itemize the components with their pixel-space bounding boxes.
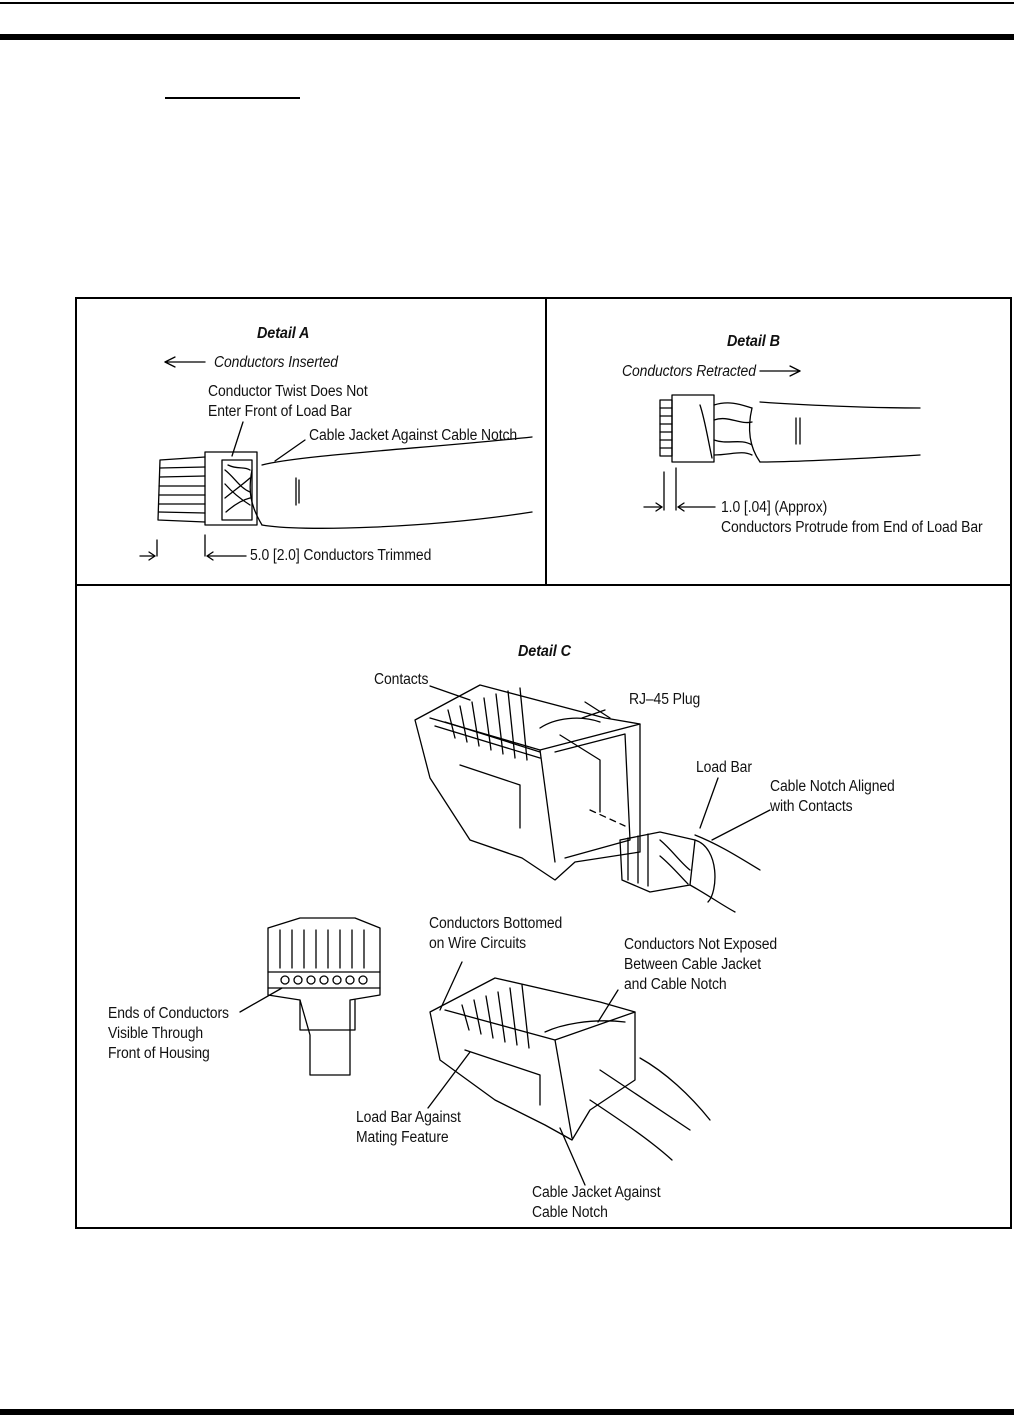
header-rule-thin — [0, 2, 1014, 4]
panel-divider-vertical — [545, 297, 547, 586]
detail-a-jacket-note: Cable Jacket Against Cable Notch — [309, 427, 518, 444]
detail-a-drawing — [140, 357, 532, 560]
footer-rule — [0, 1409, 1014, 1415]
detail-b-protrude-dimension: 1.0 [.04] (Approx) — [721, 499, 828, 516]
contacts-label: Contacts — [374, 671, 429, 688]
cable-jacket-against-label: Cable Jacket Against Cable Notch — [532, 1184, 661, 1221]
detail-b-retracted-label: Conductors Retracted — [622, 363, 756, 380]
header-rule-thick — [0, 34, 1014, 40]
load-bar-label: Load Bar — [696, 759, 752, 776]
panel-divider-horizontal — [75, 584, 1012, 586]
detail-a-twist-note: Conductor Twist Does Not Enter Front of … — [208, 383, 368, 420]
detail-b-protrude-note: Conductors Protrude from End of Load Bar — [721, 519, 983, 536]
section-heading-underline — [165, 97, 300, 99]
conductors-bottomed-label: Conductors Bottomed on Wire Circuits — [429, 915, 563, 952]
detail-a-inserted-label: Conductors Inserted — [214, 354, 338, 371]
detail-a-trim-dimension: 5.0 [2.0] Conductors Trimmed — [250, 547, 432, 564]
figure-frame — [75, 297, 1012, 1229]
load-bar-against-label: Load Bar Against Mating Feature — [356, 1109, 461, 1146]
ends-of-conductors-label: Ends of Conductors Visible Through Front… — [108, 1005, 229, 1062]
detail-b-drawing — [644, 366, 920, 511]
detail-c-drawing — [240, 685, 770, 1185]
rj45-plug-label: RJ–45 Plug — [629, 691, 701, 708]
cable-notch-aligned-label: Cable Notch Aligned with Contacts — [770, 778, 895, 815]
conductors-not-exposed-label: Conductors Not Exposed Between Cable Jac… — [624, 936, 778, 993]
detail-a-title: Detail A — [257, 325, 310, 342]
detail-c-title: Detail C — [518, 643, 571, 660]
detail-b-title: Detail B — [727, 333, 780, 350]
